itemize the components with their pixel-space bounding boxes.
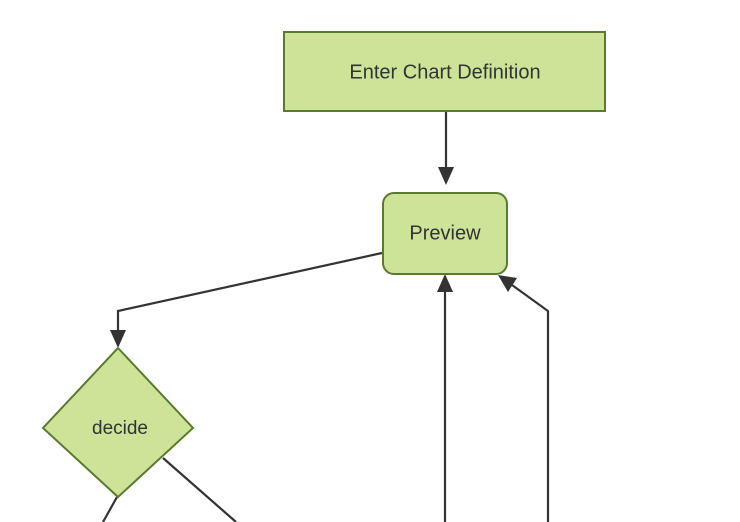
- edge-bottom-right-to-preview: [498, 275, 550, 522]
- node-preview[interactable]: Preview: [382, 192, 508, 275]
- edge-preview-to-decide-arrowhead: [110, 330, 126, 348]
- edge-enter-to-preview-arrowhead: [438, 167, 454, 185]
- edge-bottom-center-to-preview: [437, 274, 453, 522]
- edge-decide-bottom-out-line: [102, 496, 118, 522]
- edge-enter-to-preview: [438, 112, 454, 185]
- node-decide[interactable]: decide: [41, 346, 195, 499]
- edge-bottom-center-to-preview-arrowhead: [437, 274, 453, 292]
- edge-decide-right-out-line: [162, 457, 237, 522]
- edge-decide-bottom-out: [102, 496, 118, 522]
- edge-bottom-right-to-preview-line: [511, 284, 550, 522]
- node-preview-shape[interactable]: [382, 192, 508, 275]
- edge-bottom-right-to-preview-arrowhead: [498, 275, 517, 292]
- edge-preview-to-decide: [110, 251, 383, 348]
- node-enter-chart-definition[interactable]: Enter Chart Definition: [283, 31, 606, 112]
- node-enter-chart-definition-shape[interactable]: [283, 31, 606, 112]
- edge-preview-to-decide-line: [116, 251, 383, 334]
- node-decide-shape[interactable]: [41, 346, 195, 499]
- edge-decide-right-out: [162, 457, 237, 522]
